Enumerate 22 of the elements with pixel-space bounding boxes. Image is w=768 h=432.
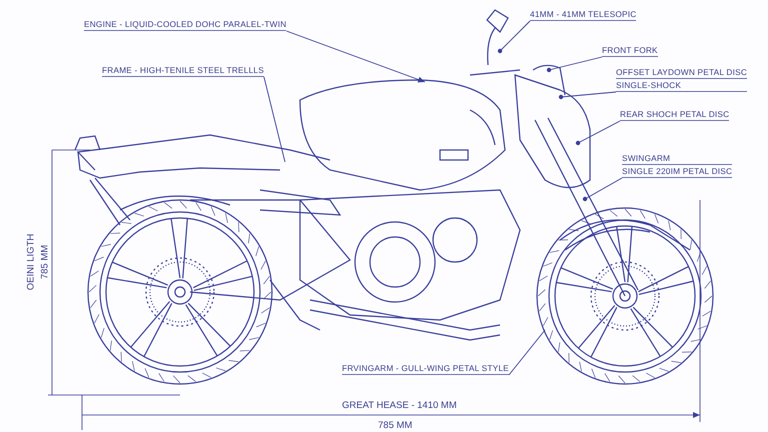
leader-line xyxy=(558,92,616,100)
leader-line xyxy=(546,56,602,72)
leader-line xyxy=(582,178,622,202)
dimension-value: 785 MM xyxy=(40,244,50,280)
callout-label: FRVINGARM - GULL-WING PETAL STYLE xyxy=(342,362,509,375)
callout-label: SINGLE 220IM PETAL DISC xyxy=(622,165,732,178)
leader-line xyxy=(576,120,620,146)
dimension-label: GREAT HEASE - 1410 MM xyxy=(342,400,457,411)
leader-line xyxy=(498,20,530,54)
callout-label: OFFSET LAYDOWN PETAL DISC xyxy=(616,66,748,79)
callout-label: SWINGARM xyxy=(622,152,732,165)
callout-label: SINGLE-SHOCK xyxy=(616,79,748,92)
callout-label: ENGINE - LIQUID-COOLED DOHC PARALEL-TWIN xyxy=(84,18,286,31)
callout-label: 41MM - 41MM TELESOPIC xyxy=(530,8,636,21)
callout-label: REAR SHOCH PETAL DISC xyxy=(620,108,730,121)
dimension-label: OEINI LIGTH xyxy=(26,234,36,290)
callout-label: FRAME - HIGH-TENILE STEEL TRELLLS xyxy=(102,64,264,77)
leader-line xyxy=(264,76,286,162)
leader-line xyxy=(508,330,546,376)
dimension-value: 785 MM xyxy=(378,420,412,431)
callout-label: FRONT FORK xyxy=(602,44,658,57)
leader-line xyxy=(286,30,426,82)
